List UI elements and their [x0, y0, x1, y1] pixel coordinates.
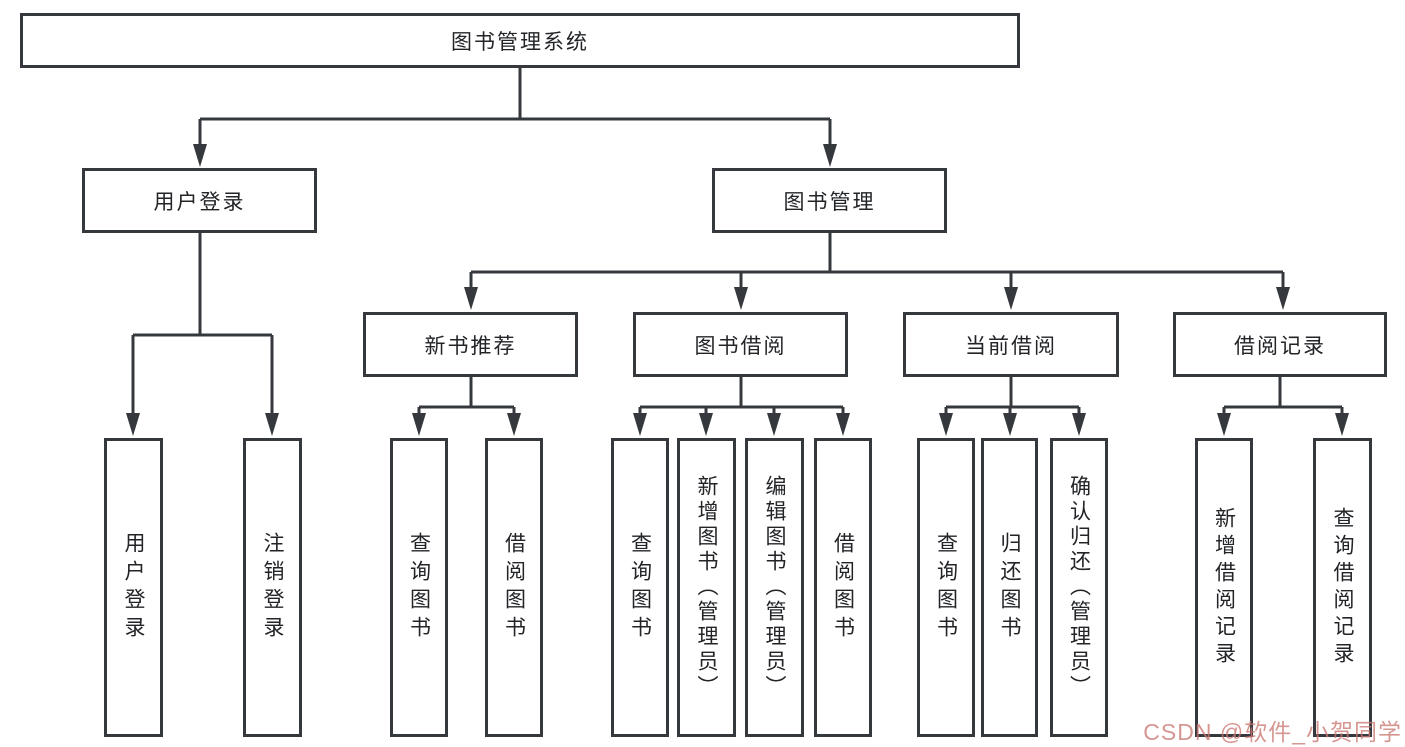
leaf-edit-book-admin: 编辑图书（管理员） — [745, 438, 804, 737]
connector-current-borrow — [944, 377, 1081, 420]
node-borrow-records: 借阅记录 — [1173, 312, 1387, 377]
node-book-management: 图书管理 — [712, 168, 947, 233]
connector-book-borrow — [638, 377, 845, 420]
leaf-query-borrow-record: 查询借阅记录 — [1313, 438, 1372, 737]
node-root-library-system: 图书管理系统 — [20, 13, 1020, 68]
connector-borrow-records — [1222, 377, 1344, 420]
node-book-borrow: 图书借阅 — [633, 312, 848, 377]
leaf-borrow-borrow-books: 借阅图书 — [814, 438, 872, 737]
node-new-book-recommend: 新书推荐 — [363, 312, 578, 377]
leaf-recommend-query-books: 查询图书 — [390, 438, 448, 737]
leaf-recommend-borrow-books: 借阅图书 — [485, 438, 543, 737]
leaf-user-login: 用户登录 — [104, 438, 163, 737]
leaf-borrow-query-books: 查询图书 — [611, 438, 669, 737]
leaf-add-book-admin: 新增图书（管理员） — [677, 438, 736, 737]
leaf-return-book: 归还图书 — [981, 438, 1038, 737]
csdn-watermark: CSDN @软件_小贺同学 — [1143, 719, 1402, 745]
connector-root — [198, 68, 832, 150]
connector-new-book-recommend — [417, 377, 516, 420]
connector-book-management — [469, 233, 1285, 292]
connector-user-login — [131, 233, 274, 420]
leaf-logout: 注销登录 — [243, 438, 302, 737]
node-user-login: 用户登录 — [82, 168, 317, 233]
leaf-current-query-books: 查询图书 — [917, 438, 975, 737]
leaf-confirm-return-admin: 确认归还（管理员） — [1050, 438, 1108, 737]
node-current-borrow: 当前借阅 — [903, 312, 1119, 377]
leaf-add-borrow-record: 新增借阅记录 — [1195, 438, 1253, 737]
